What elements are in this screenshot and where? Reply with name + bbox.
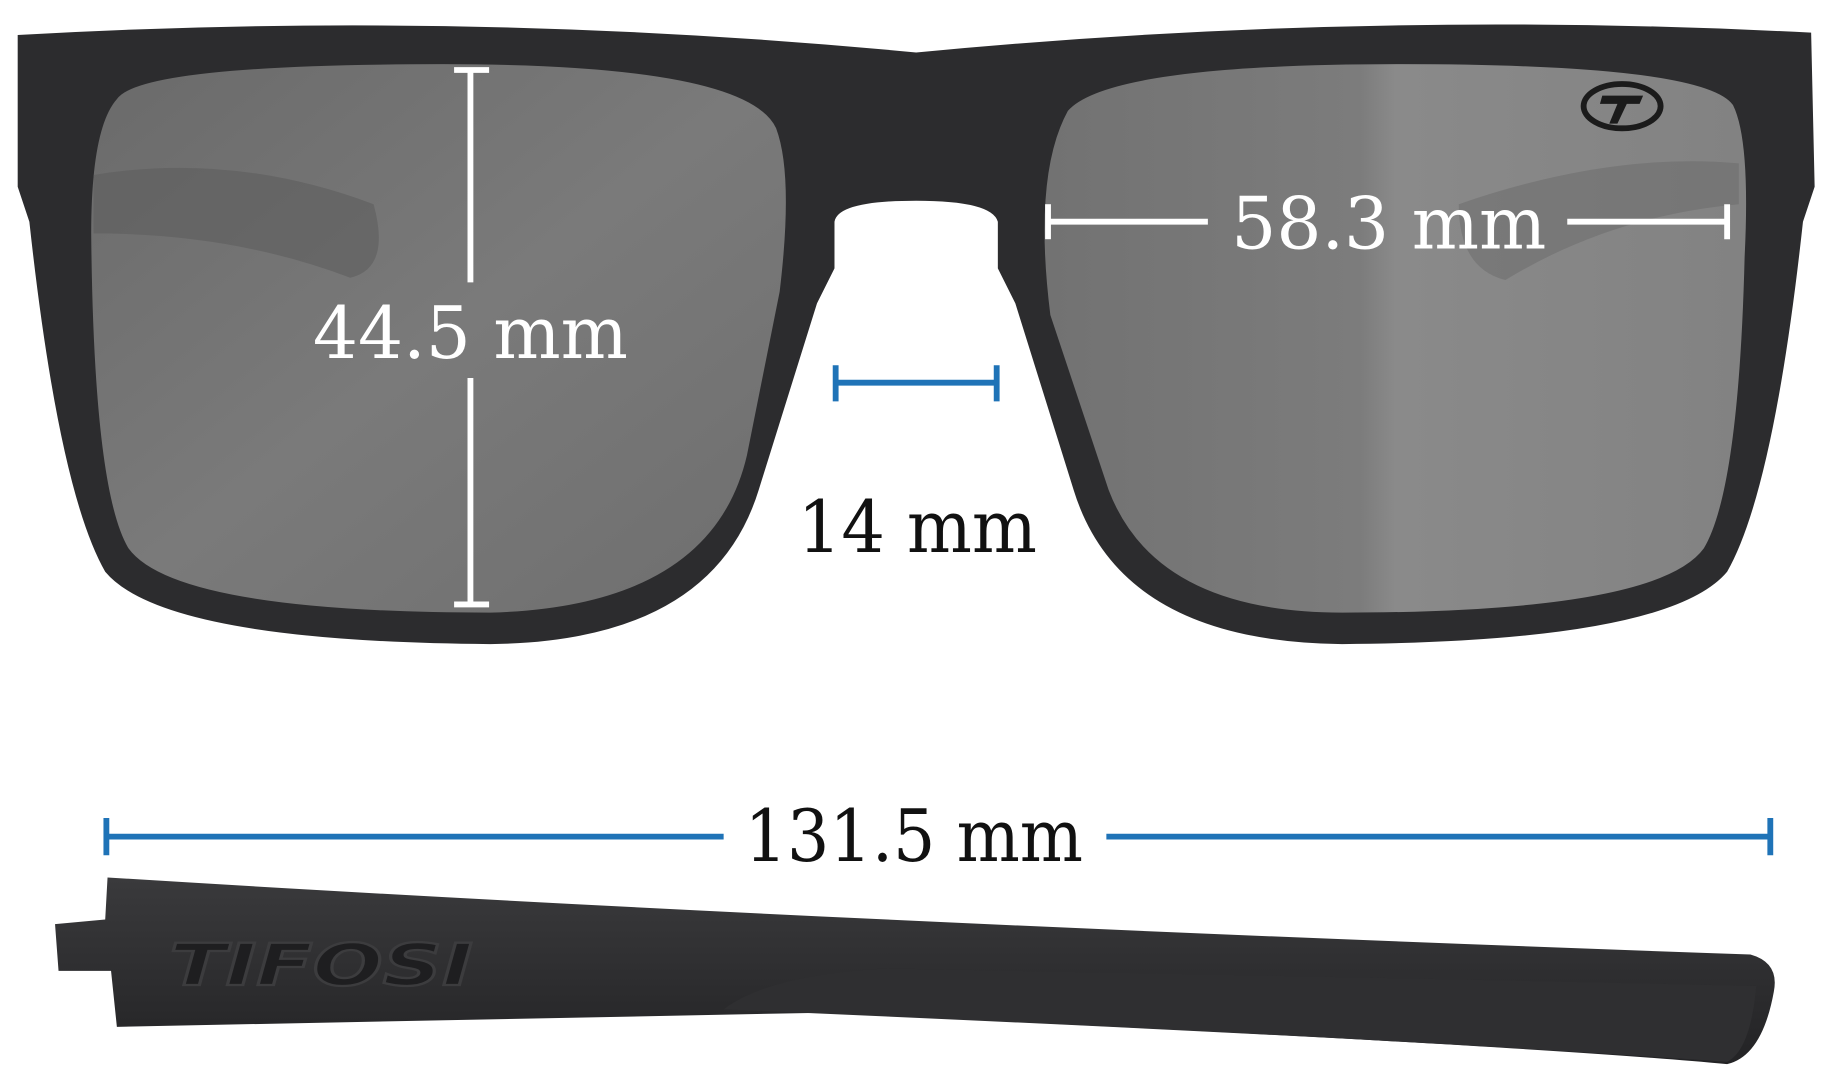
lens-height-marker bbox=[454, 67, 490, 608]
tifosi-t-logo-icon bbox=[1580, 81, 1664, 132]
lens-width-label: 58.3 mm bbox=[1231, 183, 1546, 267]
temple-length-label: 131.5 mm bbox=[745, 795, 1083, 879]
svg-text:TIFOSI: TIFOSI bbox=[169, 931, 472, 999]
frame-front bbox=[17, 24, 1815, 645]
temple-length-marker bbox=[103, 817, 1774, 856]
temple-arm: TIFOSI bbox=[55, 877, 1775, 1065]
brand-logo: TIFOSI bbox=[168, 930, 474, 1000]
lens-height-label: 44.5 mm bbox=[313, 292, 628, 376]
right-lens bbox=[1044, 64, 1747, 613]
bridge-width-marker bbox=[832, 365, 1000, 402]
bridge-width-label: 14 mm bbox=[798, 486, 1037, 570]
lens-width-marker bbox=[1045, 204, 1731, 240]
